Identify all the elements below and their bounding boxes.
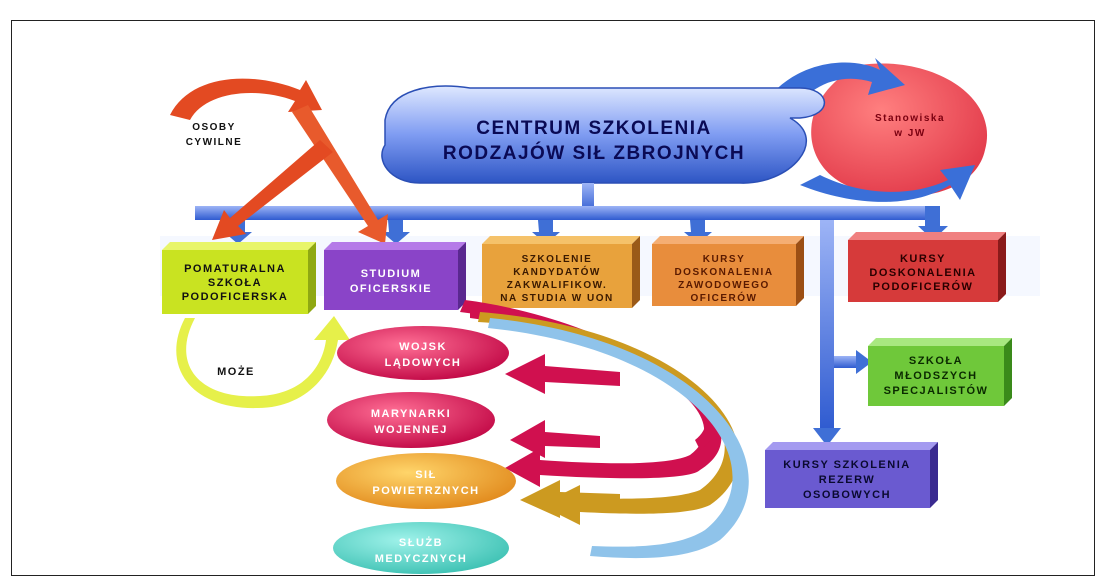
box-pomaturalna-line1: POMATURALNA xyxy=(184,263,286,275)
ellipse-ladowych-line1: WOJSK xyxy=(399,341,447,353)
box-pomaturalna-line3: PODOFICERSKA xyxy=(182,291,289,303)
box-mlodszych-line2: MŁODSZYCH xyxy=(894,370,977,382)
cycle-arrow-icon xyxy=(800,165,975,202)
left-arrow-icon xyxy=(520,480,620,518)
box-pomaturalna-line2: SZKOŁA xyxy=(208,277,262,289)
centrum-title-line2: RODZAJÓW SIŁ ZBROJNYCH xyxy=(443,142,745,164)
right-arrow-icon xyxy=(856,350,872,374)
box-mlodszych-line3: SPECJALISTÓW xyxy=(884,384,989,397)
centrum-banner: CENTRUM SZKOLENIA RODZAJÓW SIŁ ZBROJNYCH xyxy=(381,85,826,184)
down-arrow-icon xyxy=(382,220,410,244)
left-arrow-icon xyxy=(505,354,620,394)
vertical-branch xyxy=(820,220,834,430)
ellipse-medycznych: SŁUŻB MEDYCZNYCH xyxy=(333,522,509,574)
box-kursy-zawodowe: KURSY DOSKONALENIA ZAWODOWEGO OFICERÓW xyxy=(652,236,804,306)
posts-label-line2: w JW xyxy=(893,128,926,139)
ellipse-powietrznych: SIŁ POWIETRZNYCH xyxy=(336,453,516,509)
civilians-arrows: OSOBY CYWILNE xyxy=(170,78,388,244)
box-studium-line1: STUDIUM xyxy=(361,268,422,280)
box-kursy-zaw-line4: OFICERÓW xyxy=(691,291,758,304)
down-arrow-icon xyxy=(212,140,333,240)
box-mlodszych-specjalistow: SZKOŁA MŁODSZYCH SPECJALISTÓW xyxy=(868,338,1012,406)
studium-arrows xyxy=(460,300,749,559)
box-kursy-zaw-line3: ZAWODOWEGO xyxy=(678,280,770,291)
side-branch xyxy=(834,356,858,368)
ellipse-ladowych-line2: LĄDOWYCH xyxy=(385,357,462,369)
box-kursy-zaw-line2: DOSKONALENIA xyxy=(674,267,773,278)
box-studium-line2: OFICERSKIE xyxy=(350,283,432,295)
box-rezerw-line2: REZERW xyxy=(819,474,875,486)
box-rezerw-line3: OSOBOWYCH xyxy=(803,489,891,501)
ellipse-marynarki-line1: MARYNARKI xyxy=(371,408,451,420)
ellipse-ladowych: WOJSK LĄDOWYCH xyxy=(337,326,509,380)
ellipse-powietrznych-line2: POWIETRZNYCH xyxy=(372,485,479,497)
box-mlodszych-line1: SZKOŁA xyxy=(909,355,963,367)
down-arrow-icon xyxy=(813,428,841,446)
box-kursy-pod-line1: KURSY xyxy=(900,253,946,265)
box-szkolenie-line1: SZKOLENIE xyxy=(522,254,593,265)
ellipse-marynarki: MARYNARKI WOJENNEJ xyxy=(327,392,495,448)
ellipse-powietrznych-line1: SIŁ xyxy=(415,469,437,481)
ellipse-marynarki-line2: WOJENNEJ xyxy=(374,424,448,436)
box-szkolenie: SZKOLENIE KANDYDATÓW ZAKWALIFIKOW. NA ST… xyxy=(482,236,640,308)
box-rezerw: KURSY SZKOLENIA REZERW OSOBOWYCH xyxy=(765,442,938,508)
down-arrow-icon xyxy=(918,206,948,240)
may-arrow: MOŻE xyxy=(176,316,350,409)
box-szkolenie-line4: NA STUDIA W UON xyxy=(500,293,613,304)
box-szkolenie-line3: ZAKWALIFIKOW. xyxy=(507,280,608,291)
left-arrow-icon xyxy=(510,420,600,458)
civilians-label-line2: CYWILNE xyxy=(186,137,243,148)
box-szkolenie-line2: KANDYDATÓW xyxy=(513,265,601,278)
curved-arrow-icon xyxy=(488,318,749,559)
posts-label-line1: Stanowiska xyxy=(875,113,945,124)
ellipse-medycznych-line2: MEDYCZNYCH xyxy=(375,553,468,565)
box-studium: STUDIUM OFICERSKIE xyxy=(324,242,466,310)
box-rezerw-line1: KURSY SZKOLENIA xyxy=(783,459,910,471)
curved-arrow-icon xyxy=(176,316,350,409)
box-pomaturalna: POMATURALNA SZKOŁA PODOFICERSKA xyxy=(162,242,316,314)
civilians-label-line1: OSOBY xyxy=(192,122,236,133)
ellipse-medycznych-line1: SŁUŻB xyxy=(399,536,443,549)
may-label: MOŻE xyxy=(217,365,255,378)
box-kursy-podoficerow: KURSY DOSKONALENIA PODOFICERÓW xyxy=(848,232,1006,302)
page-border xyxy=(11,20,1095,576)
centrum-title-line1: CENTRUM SZKOLENIA xyxy=(476,118,712,139)
down-arrow-icon xyxy=(292,105,388,244)
box-kursy-pod-line3: PODOFICERÓW xyxy=(873,280,974,293)
curved-arrow-icon xyxy=(170,78,322,120)
box-kursy-zaw-line1: KURSY xyxy=(703,254,746,265)
trunk-connector xyxy=(582,183,594,213)
box-kursy-pod-line2: DOSKONALENIA xyxy=(869,267,976,279)
